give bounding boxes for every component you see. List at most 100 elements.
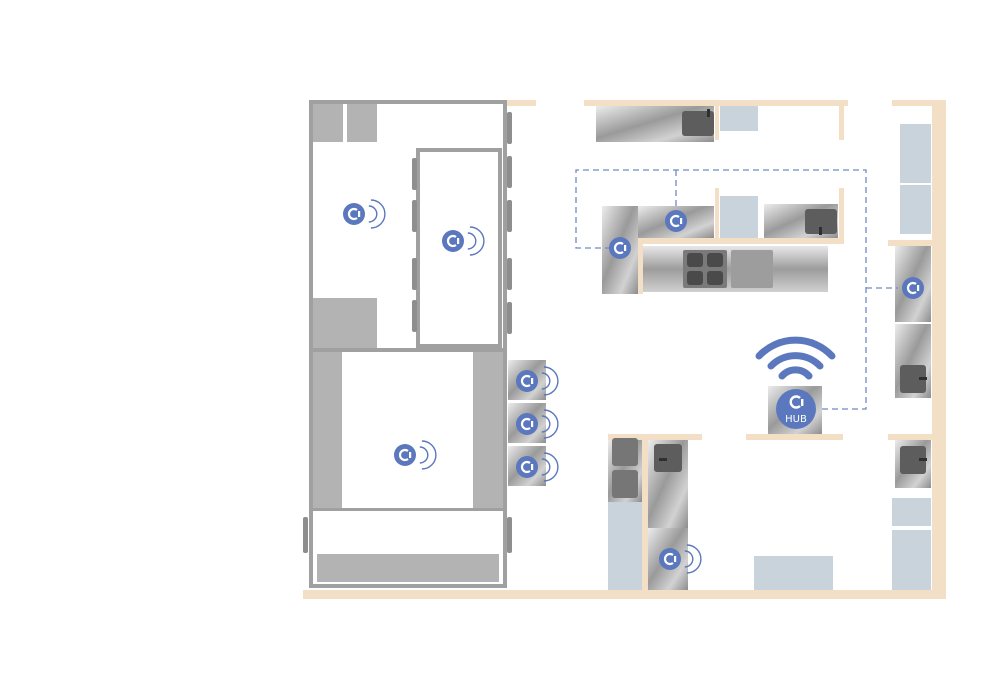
sensor-mark [520,460,531,474]
hinge [412,300,417,332]
lower-counter-panel [754,556,833,590]
hinge [412,158,417,190]
sensor-mark [398,448,409,462]
island-top-panel [720,196,758,238]
hub-mark [801,399,804,406]
shelf-lower-left [313,352,342,508]
right-column [892,124,931,590]
signal-waves-icon [684,550,694,568]
sensor-mark [446,234,457,248]
lower-ledge-hub [746,434,843,440]
sensor-7[interactable] [659,544,702,574]
island-left-divider [638,238,643,294]
right-panel-bottom-2 [892,530,931,590]
hinge [412,258,417,290]
sensor-mark [906,281,917,295]
signal-waves-icon [543,452,559,482]
lower-left-panel [608,502,642,590]
lower-middle [608,438,833,590]
signal-waves-icon [419,446,429,464]
walk-in-lower [309,348,507,588]
sensor-icon [516,413,538,435]
sensor-mark [531,421,534,427]
wall-top-right [892,100,946,106]
hub-unit[interactable]: HUB [755,336,836,434]
sensor-mark [531,378,534,384]
sensor-icon [665,210,687,232]
wall-right [932,100,946,599]
sensor-5[interactable] [516,409,559,439]
right-panel-top [900,124,931,234]
sensor-1[interactable] [343,199,386,229]
sensor-mark [531,464,534,470]
lower-ledge-left [608,434,702,440]
sensor-mark [669,214,680,228]
hinge [507,302,512,334]
wall-top-stub [839,100,844,140]
sensor-mark [663,552,674,566]
sensor-6[interactable] [516,452,559,482]
shelf-top-2 [347,104,377,142]
signal-waves-icon [541,458,551,476]
top-counter [596,106,758,142]
hinge [507,112,512,144]
signal-waves-icon [686,544,702,574]
sensor-mark [520,374,531,388]
signal-waves-icon [543,409,559,439]
signal-waves-icon [370,199,386,229]
sensor-10[interactable] [902,277,924,299]
walls [303,100,946,599]
sensor-2[interactable] [442,226,485,256]
stove-icon [683,250,727,288]
sensor-icon [902,277,924,299]
signal-waves-icon [467,232,477,250]
sensor-mark [613,241,624,255]
signal-waves-icon [541,415,551,433]
sensor-4[interactable] [516,366,559,396]
sensor-mark [520,417,531,431]
sensor-icon [516,456,538,478]
sensor-icon [343,203,365,225]
fridge-door-top [612,438,638,466]
wall-divider-top [715,104,719,140]
sensor-mark [624,245,627,251]
sensor-mark [680,218,683,224]
island [602,196,838,294]
sensor-icon [442,230,464,252]
griddle [731,250,773,288]
hinge [412,200,417,232]
island-divider [715,188,719,240]
wifi-icon [755,336,836,380]
signal-waves-icon [368,205,378,223]
sink-icon [654,444,682,472]
sensor-icon [609,237,631,259]
signal-waves-icon [421,440,437,470]
sensor-8[interactable] [609,237,631,259]
counter-top-panel [720,106,758,131]
sensor-icon [659,548,681,570]
sink-icon [900,365,927,393]
shelf-lower-right [473,352,503,508]
cold-room-block [303,100,512,588]
right-panel-bottom-1 [892,498,931,526]
hub-label: HUB [785,414,807,425]
sensor-mark [347,207,358,221]
island-ledge [642,238,842,244]
signal-waves-icon [541,372,551,390]
sensor-icon [394,444,416,466]
sensor-9[interactable] [665,210,687,232]
sensors [343,199,924,574]
sensor-3[interactable] [394,440,437,470]
wall-top-middle [584,100,848,106]
shelf-lower-bottom [317,554,499,582]
hinge [507,200,512,232]
shelf-bottom [313,298,377,348]
right-ledge-2 [888,434,932,440]
hinge [303,517,308,553]
wall-bottom [303,590,946,599]
sensor-mark [674,556,677,562]
lower-divider [642,434,648,594]
hinge [507,517,512,553]
